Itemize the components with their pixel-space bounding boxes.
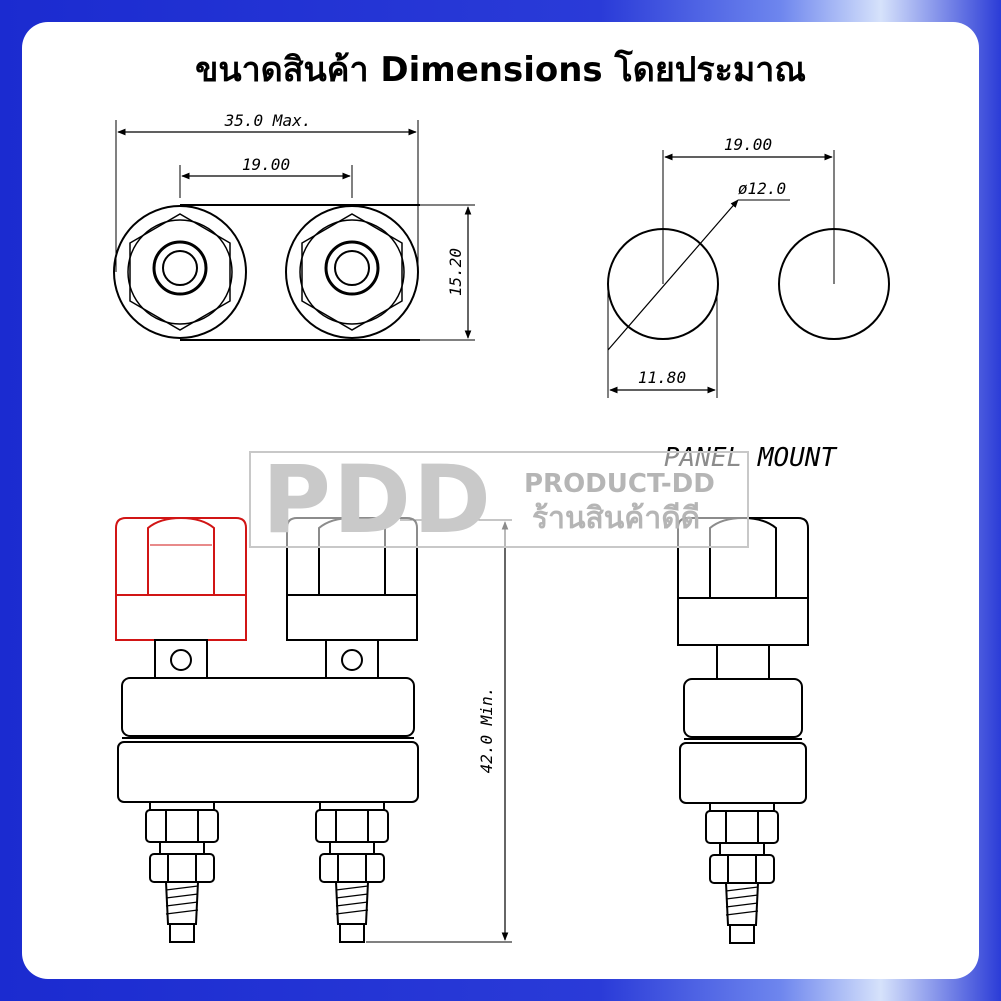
watermark-line1: PRODUCT-DD — [524, 469, 715, 499]
panel-cutout-view — [607, 150, 890, 398]
side-view-panel-mount — [677, 516, 809, 944]
top-view — [113, 120, 475, 341]
red-cap — [115, 516, 247, 641]
dim-min-height: 42.0 Min. — [477, 687, 496, 774]
watermark: PDD PRODUCT-DD ร้านสินค้าดีดี — [249, 446, 749, 555]
dim-hole-diameter: ø12.0 — [738, 179, 786, 198]
dim-top-width: 35.0 Max. — [224, 111, 312, 130]
dim-hole-spacing: 19.00 — [724, 135, 772, 154]
side-view-dual — [115, 516, 512, 943]
dim-top-height: 15.20 — [446, 248, 465, 296]
dim-hole-width: 11.80 — [638, 368, 686, 387]
page-title: ขนาดสินค้า Dimensions โดยประมาณ — [195, 50, 806, 90]
watermark-line2: ร้านสินค้าดีดี — [532, 501, 700, 536]
watermark-logo: PDD — [262, 446, 493, 555]
dim-top-spacing: 19.00 — [242, 155, 290, 174]
